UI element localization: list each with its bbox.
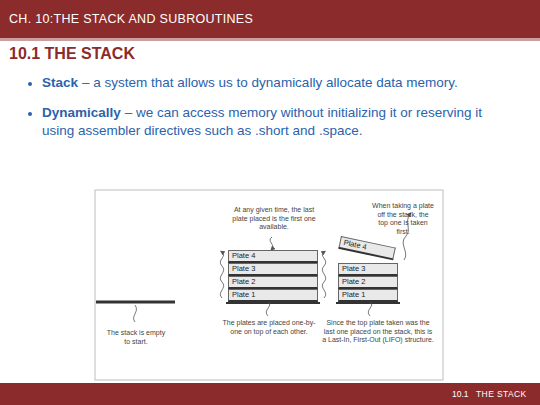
- bold-term: Dynamically: [42, 105, 121, 120]
- leader-line: [134, 305, 137, 322]
- callout-note: When taking a plate off the stack, the t…: [372, 202, 434, 236]
- plate-label: Plate 1: [232, 290, 255, 299]
- slide-header-title: CH. 10:THE STACK AND SUBROUTINES: [9, 12, 253, 26]
- section-heading: 10.1 THE STACK: [9, 45, 135, 63]
- plate-label: Plate 2: [342, 277, 365, 286]
- bullet-text: Stack – a system that allows us to dynami…: [42, 74, 512, 92]
- footer-title: THE STACK: [476, 389, 527, 399]
- plate-box: Plate 1: [228, 289, 318, 302]
- callout-note: Since the top plate taken was the last o…: [322, 319, 434, 345]
- illustration-frame: [95, 190, 443, 380]
- bullet-text: Dynamically– we can access memory withou…: [42, 104, 512, 140]
- plate-box: Plate 1: [338, 289, 398, 302]
- plate-label: Plate 3: [342, 264, 365, 273]
- bullet-dot: [28, 82, 32, 86]
- callout-note: The plates are placed one-by-one on top …: [222, 319, 316, 336]
- callout-note: At any given time, the last plate placed…: [228, 206, 320, 232]
- stack-base: [336, 302, 400, 304]
- footer-number: 10.1: [452, 389, 469, 399]
- plate-box: Plate 3: [338, 263, 398, 276]
- leader-line: [270, 237, 273, 249]
- placing-arrow: [220, 252, 223, 298]
- bold-term: Stack: [42, 75, 78, 90]
- definition: – a system that allows us to dynamically…: [82, 75, 458, 90]
- empty-stack-base: [96, 301, 175, 304]
- plate-label: Plate 4: [232, 251, 255, 260]
- placing-arrow: [322, 252, 325, 298]
- leader-line: [266, 302, 269, 316]
- leader-line: [368, 302, 371, 316]
- header-rule: [0, 38, 540, 41]
- plate-box: Plate 2: [228, 276, 318, 289]
- plate-label: Plate 1: [342, 290, 365, 299]
- plate-box: Plate 2: [338, 276, 398, 289]
- plate-box: Plate 3: [228, 263, 318, 276]
- bullet-dot: [28, 112, 32, 116]
- plate-box: Plate 4: [228, 250, 318, 263]
- plate-label: Plate 3: [232, 264, 255, 273]
- plate-label: Plate 2: [232, 277, 255, 286]
- callout-note: The stack is empty to start.: [104, 329, 168, 346]
- stack-base: [226, 302, 320, 304]
